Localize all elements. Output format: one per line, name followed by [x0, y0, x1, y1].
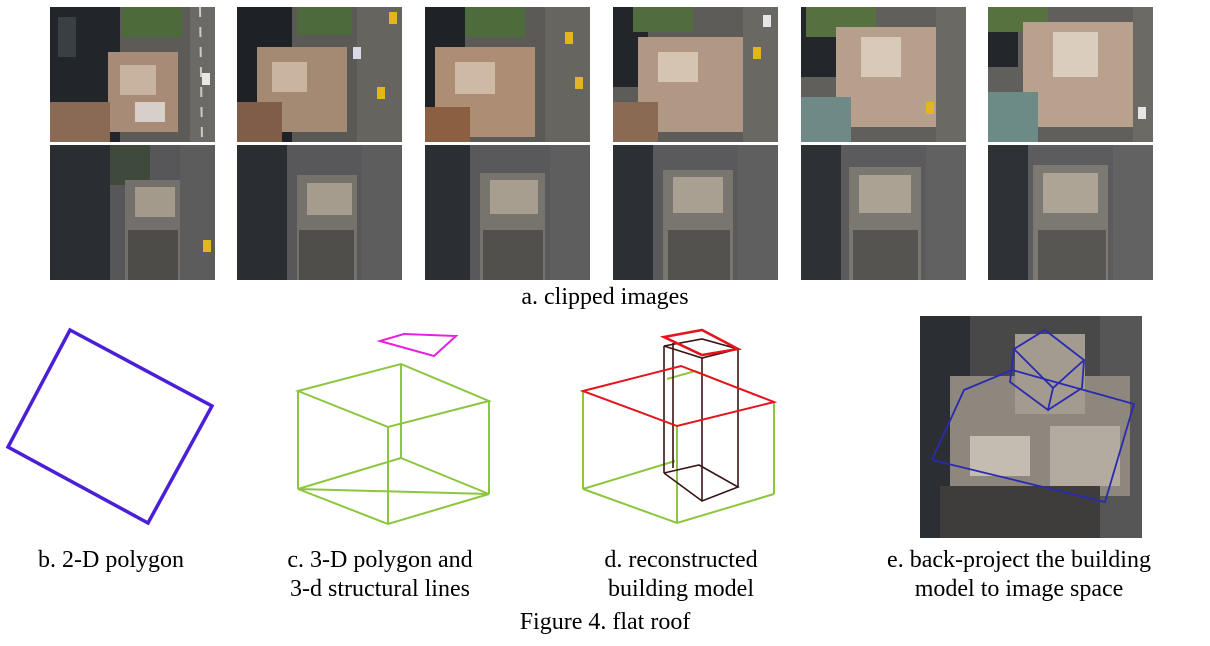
- clipped-image-top-3: [425, 7, 590, 142]
- clipped-image-top-2: [237, 7, 402, 142]
- caption-e-line2: model to image space: [914, 576, 1124, 602]
- clipped-image-bottom-3: [425, 145, 590, 280]
- clipped-image-top-4: [613, 7, 778, 142]
- panel-b-2d-polygon: [0, 320, 220, 530]
- caption-c-line2: 3-d structural lines: [290, 576, 470, 602]
- caption-e-line1: e. back-project the building: [887, 547, 1151, 573]
- back-projected-image: [920, 316, 1142, 538]
- caption-d: d. reconstructed building model: [560, 546, 802, 604]
- building-model-drawing: [579, 328, 778, 525]
- caption-b-line1: b. 2-D polygon: [38, 547, 184, 573]
- caption-d-line2: building model: [608, 576, 754, 602]
- clipped-image-bottom-5: [801, 145, 966, 280]
- clipped-image-bottom-2: [237, 145, 402, 280]
- caption-a: a. clipped images: [521, 284, 689, 310]
- polygon-3d-drawing: [294, 332, 493, 526]
- panel-c-3d-polygon: [290, 330, 500, 530]
- caption-d-line1: d. reconstructed: [604, 547, 758, 573]
- panel-e-back-projection: [920, 316, 1142, 538]
- clipped-image-bottom-4: [613, 145, 778, 280]
- polygon-2d-drawing: [5, 327, 215, 526]
- structural-line-magenta: [376, 332, 459, 358]
- clipped-image-bottom-1: [50, 145, 215, 280]
- caption-c: c. 3-D polygon and 3-d structural lines: [236, 546, 524, 604]
- caption-b: b. 2-D polygon: [0, 546, 222, 575]
- figure-title: Figure 4. flat roof: [519, 609, 691, 635]
- clipped-image-top-1: [50, 7, 215, 142]
- clipped-image-top-5: [801, 7, 966, 142]
- caption-c-line1: c. 3-D polygon and: [287, 547, 473, 573]
- clipped-image-bottom-6: [988, 145, 1153, 280]
- panel-d-building-model: [575, 305, 785, 530]
- clipped-image-top-6: [988, 7, 1153, 142]
- caption-e: e. back-project the building model to im…: [830, 546, 1208, 604]
